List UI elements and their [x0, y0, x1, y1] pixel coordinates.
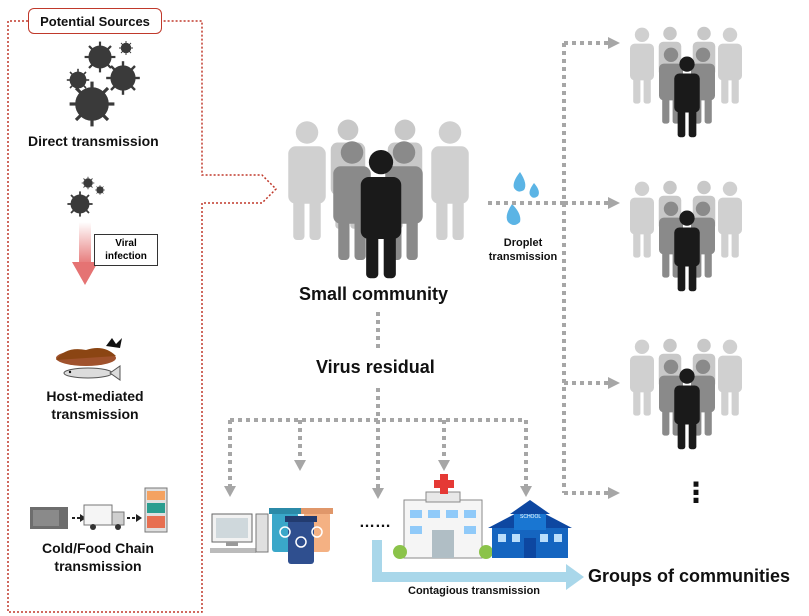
- contagious-arrow-icon: [372, 540, 584, 590]
- droplet-icon: [506, 172, 539, 225]
- virus-residual-label: Virus residual: [316, 357, 435, 377]
- groups-of-communities-label: Groups of communities: [588, 566, 791, 586]
- small-virus-icon: [66, 176, 106, 218]
- recycle-bins-icon: [269, 508, 333, 564]
- viral-infection-label: Viral infection: [94, 234, 158, 266]
- school-sign: SCHOOL: [520, 514, 542, 520]
- right-community-1: [630, 26, 742, 138]
- droplet-transmission-label: Droplet transmission: [488, 237, 558, 263]
- virus-cluster-icon: [66, 40, 142, 129]
- droplet-arrowheads: [608, 37, 620, 499]
- host-animals-icon: [56, 338, 122, 381]
- school-icon: [488, 500, 572, 558]
- cold-chain-icons: [30, 487, 168, 533]
- contagious-transmission-label: Contagious transmission: [408, 585, 541, 597]
- droplet-connectors: [488, 41, 610, 495]
- sources-frame: [7, 20, 278, 613]
- center-ellipsis: ……: [359, 514, 391, 531]
- infection-arrow-icon: [72, 222, 98, 285]
- right-community-2: [630, 180, 742, 292]
- residual-arrowheads: [224, 460, 532, 499]
- small-community-label: Small community: [299, 284, 449, 304]
- direct-transmission-label: Direct transmission: [28, 133, 159, 149]
- hospital-icon: [393, 474, 493, 559]
- residual-connectors: [228, 312, 528, 490]
- host-mediated-label: Host-mediated transmission: [46, 388, 144, 422]
- small-community-icon: [288, 119, 469, 279]
- cold-chain-label: Cold/Food Chain transmission: [42, 540, 154, 574]
- computer-icon: [210, 513, 269, 553]
- right-community-3: [630, 338, 742, 450]
- potential-sources-label: Potential Sources: [28, 8, 162, 34]
- right-ellipsis: ⋮: [682, 477, 710, 508]
